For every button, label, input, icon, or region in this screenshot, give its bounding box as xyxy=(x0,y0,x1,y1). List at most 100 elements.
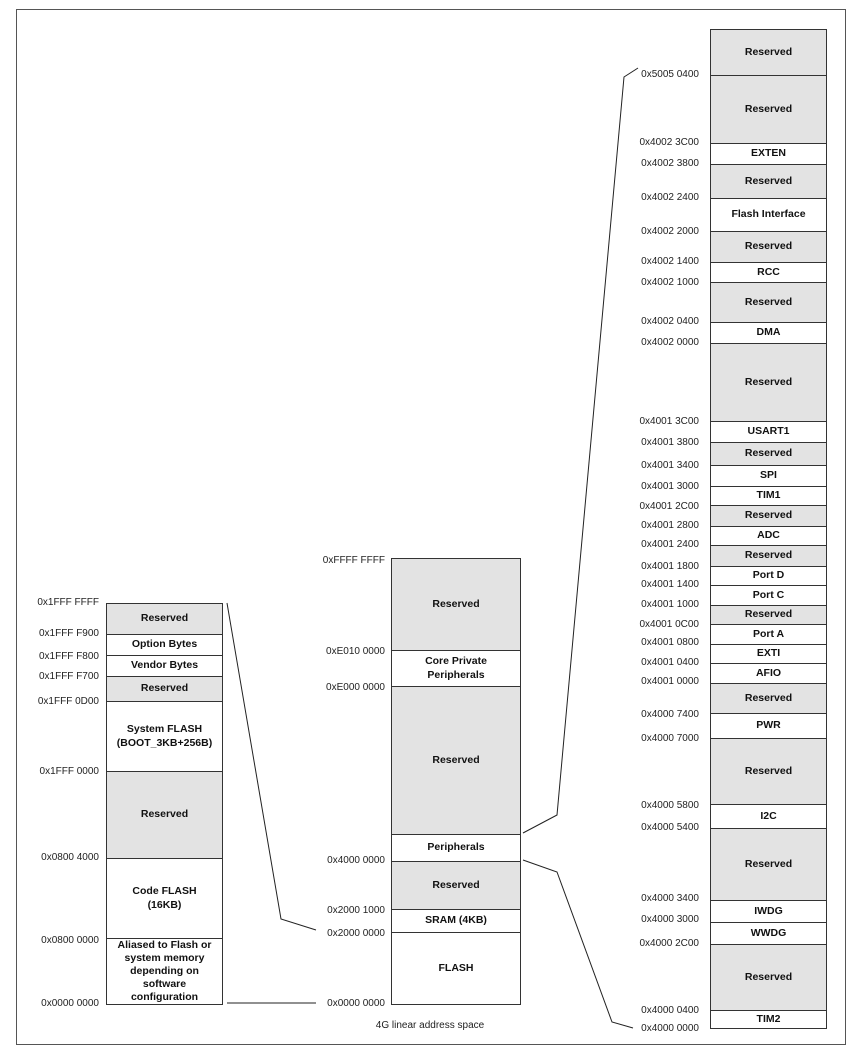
periph-block-dma: DMA xyxy=(710,322,827,344)
periph-block-afio: AFIO xyxy=(710,663,827,684)
periph-address-label: 0x4002 3800 xyxy=(641,158,699,169)
periph-address-label: 0x4000 5400 xyxy=(641,822,699,833)
periph-block-usart1: USART1 xyxy=(710,421,827,443)
map-address-label: 0x2000 0000 xyxy=(327,928,385,939)
periph-address-label: 0x4000 0400 xyxy=(641,1005,699,1016)
map-block-flash: FLASH xyxy=(391,932,521,1005)
periph-address-label: 0x4001 1400 xyxy=(641,579,699,590)
periph-address-label: 0x4002 0000 xyxy=(641,337,699,348)
periph-address-label: 0x4002 1400 xyxy=(641,256,699,267)
sys-address-label: 0x1FFF F900 xyxy=(38,628,99,639)
periph-address-label: 0x4001 1000 xyxy=(641,599,699,610)
periph-block-iwdg: IWDG xyxy=(710,900,827,923)
periph-address-label: 0x4001 3000 xyxy=(641,481,699,492)
periph-address-label: 0x4001 0400 xyxy=(641,657,699,668)
map-block-sram-4kb: SRAM (4KB) xyxy=(391,909,521,933)
periph-block-i2c: I2C xyxy=(710,804,827,829)
periph-address-label: 0x4000 7000 xyxy=(641,733,699,744)
periph-address-label: 0x4002 0400 xyxy=(641,316,699,327)
periph-block-rcc: RCC xyxy=(710,262,827,283)
periph-block-reserved: Reserved xyxy=(710,231,827,263)
periph-block-reserved: Reserved xyxy=(710,164,827,199)
sys-address-label: 0x0800 0000 xyxy=(41,935,99,946)
periph-block-flash-interface: Flash Interface xyxy=(710,198,827,232)
sys-block-system-flash-boot-3kb-256b: System FLASH (BOOT_3KB+256B) xyxy=(106,701,223,772)
periph-block-reserved: Reserved xyxy=(710,75,827,144)
map-address-label: 0xE000 0000 xyxy=(326,682,385,693)
address-space-caption: 4G linear address space xyxy=(375,1020,485,1031)
periph-block-spi: SPI xyxy=(710,465,827,487)
periph-block-tim2: TIM2 xyxy=(710,1010,827,1029)
connector-periph-bottom xyxy=(522,859,634,1029)
periph-address-label: 0x4000 2C00 xyxy=(639,938,700,949)
periph-address-label: 0x4002 2400 xyxy=(641,192,699,203)
periph-address-label: 0x4001 0000 xyxy=(641,676,699,687)
periph-block-port-a: Port A xyxy=(710,624,827,645)
sys-address-label: 0x0800 4000 xyxy=(41,852,99,863)
map-block-reserved: Reserved xyxy=(391,686,521,835)
map-block-core-private-peripherals: Core Private Peripherals xyxy=(391,650,521,687)
periph-block-reserved: Reserved xyxy=(710,29,827,76)
periph-address-label: 0x4000 3400 xyxy=(641,893,699,904)
periph-block-reserved: Reserved xyxy=(710,683,827,714)
periph-block-wwdg: WWDG xyxy=(710,922,827,945)
map-block-reserved: Reserved xyxy=(391,861,521,910)
connector-periph-top xyxy=(522,67,639,834)
periph-block-pwr: PWR xyxy=(710,713,827,739)
sys-block-reserved: Reserved xyxy=(106,676,223,702)
periph-address-label: 0x4001 3400 xyxy=(641,460,699,471)
periph-block-reserved: Reserved xyxy=(710,944,827,1011)
sys-address-label: 0x1FFF F800 xyxy=(38,651,99,662)
periph-block-adc: ADC xyxy=(710,526,827,546)
periph-block-reserved: Reserved xyxy=(710,343,827,422)
diagram-frame xyxy=(16,9,846,1045)
periph-block-reserved: Reserved xyxy=(710,738,827,805)
sys-block-option-bytes: Option Bytes xyxy=(106,634,223,656)
map-address-label: 0x2000 1000 xyxy=(327,905,385,916)
periph-block-tim1: TIM1 xyxy=(710,486,827,506)
sys-block-reserved: Reserved xyxy=(106,771,223,859)
sys-block-aliased-to-flash-or-system-memory-depending-on-software-configuration: Aliased to Flash or system memory depend… xyxy=(106,938,223,1005)
sys-block-vendor-bytes: Vendor Bytes xyxy=(106,655,223,677)
periph-address-label: 0x4000 0000 xyxy=(641,1023,699,1034)
map-block-peripherals: Peripherals xyxy=(391,834,521,862)
periph-address-label: 0x4001 2C00 xyxy=(639,501,700,512)
periph-address-label: 0x4001 3C00 xyxy=(639,416,700,427)
periph-address-label: 0x4001 3800 xyxy=(641,437,699,448)
periph-block-port-d: Port D xyxy=(710,566,827,586)
connector-system-top xyxy=(226,602,317,931)
periph-address-label: 0x4001 0800 xyxy=(641,637,699,648)
periph-block-port-c: Port C xyxy=(710,585,827,606)
periph-address-label: 0x4001 2800 xyxy=(641,520,699,531)
sys-address-label: 0x1FFF FFFF xyxy=(37,597,99,608)
periph-block-reserved: Reserved xyxy=(710,442,827,466)
periph-address-label: 0x4002 3C00 xyxy=(639,137,700,148)
periph-address-label: 0x5005 0400 xyxy=(641,69,699,80)
periph-address-label: 0x4000 3000 xyxy=(641,914,699,925)
sys-address-label: 0x1FFF 0000 xyxy=(39,766,99,777)
periph-address-label: 0x4000 5800 xyxy=(641,800,699,811)
sys-address-label: 0x1FFF 0D00 xyxy=(37,696,99,707)
map-address-label: 0xE010 0000 xyxy=(326,646,385,657)
periph-block-reserved: Reserved xyxy=(710,828,827,901)
sys-address-label: 0x0000 0000 xyxy=(41,998,99,1009)
sys-block-code-flash-16kb: Code FLASH (16KB) xyxy=(106,858,223,939)
periph-block-reserved: Reserved xyxy=(710,282,827,323)
periph-address-label: 0x4001 2400 xyxy=(641,539,699,550)
sys-address-label: 0x1FFF F700 xyxy=(38,671,99,682)
map-address-label: 0x4000 0000 xyxy=(327,855,385,866)
map-address-label: 0xFFFF FFFF xyxy=(322,555,385,566)
periph-block-reserved: Reserved xyxy=(710,605,827,625)
periph-block-reserved: Reserved xyxy=(710,545,827,567)
sys-block-reserved: Reserved xyxy=(106,603,223,635)
map-block-reserved: Reserved xyxy=(391,558,521,651)
periph-address-label: 0x4001 1800 xyxy=(641,561,699,572)
periph-address-label: 0x4000 7400 xyxy=(641,709,699,720)
periph-address-label: 0x4001 0C00 xyxy=(639,619,700,630)
periph-address-label: 0x4002 2000 xyxy=(641,226,699,237)
map-address-label: 0x0000 0000 xyxy=(327,998,385,1009)
periph-block-exten: EXTEN xyxy=(710,143,827,165)
periph-block-reserved: Reserved xyxy=(710,505,827,527)
periph-block-exti: EXTI xyxy=(710,644,827,664)
